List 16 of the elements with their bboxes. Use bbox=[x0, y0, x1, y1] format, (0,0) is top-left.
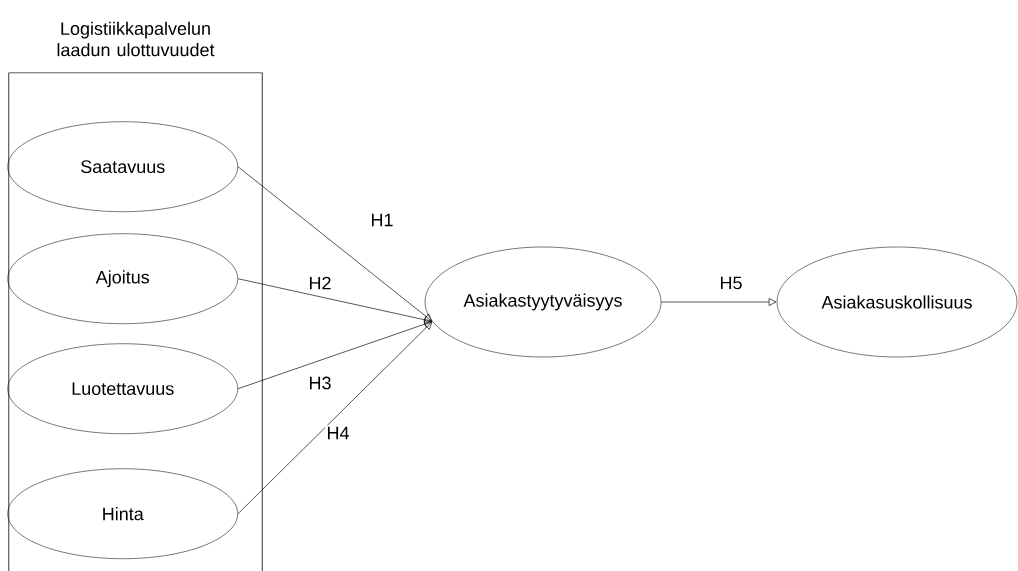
edge-label: H1 bbox=[369, 212, 395, 228]
edge-label: H2 bbox=[307, 275, 333, 291]
ellipse-node: Saatavuus bbox=[7, 121, 238, 212]
ellipse-node: Asiakastyytyväisyys bbox=[424, 246, 662, 358]
ellipse-node: Luotettavuus bbox=[7, 343, 238, 434]
edge-label: H3 bbox=[307, 375, 333, 391]
edge-label: H5 bbox=[718, 275, 744, 291]
ellipse-node: Ajoitus bbox=[7, 233, 238, 324]
arrow bbox=[237, 320, 432, 390]
edge-label: H4 bbox=[325, 425, 351, 441]
arrow bbox=[237, 278, 432, 324]
arrow bbox=[237, 166, 433, 322]
ellipse-node: Asiakasuskollisuus bbox=[776, 246, 1018, 358]
ellipse-node: Hinta bbox=[7, 468, 238, 559]
arrow bbox=[237, 321, 433, 515]
arrow bbox=[660, 298, 777, 306]
